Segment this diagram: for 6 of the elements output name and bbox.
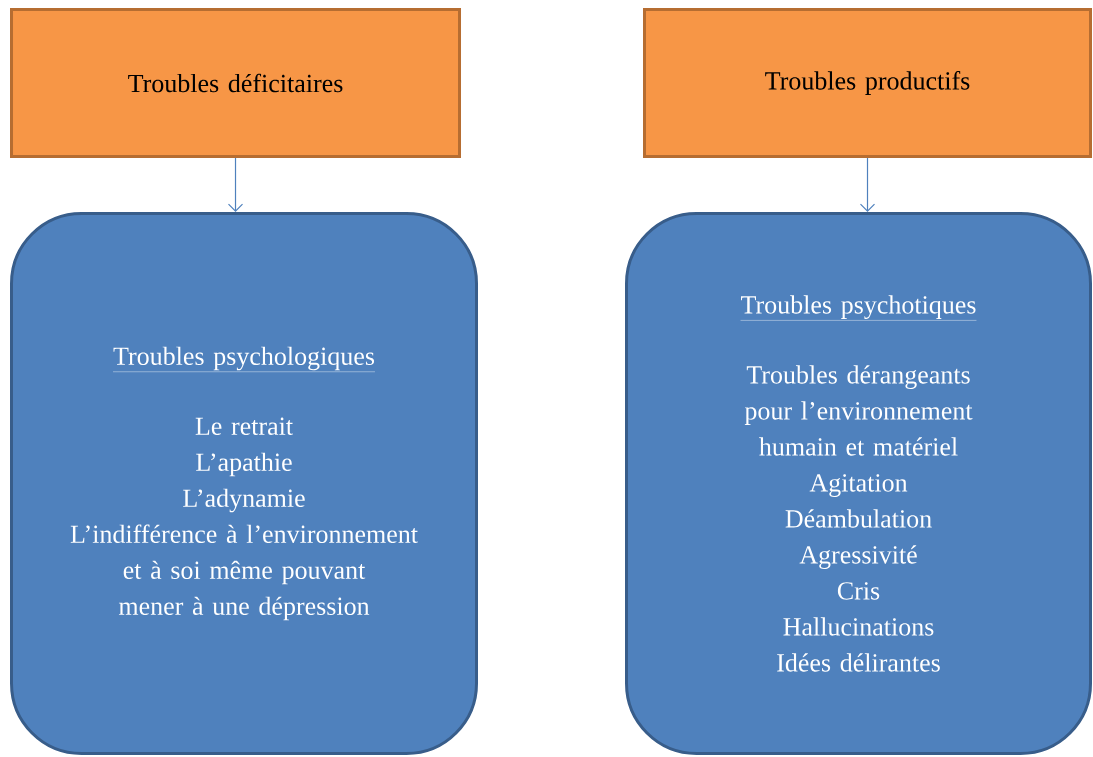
- arrow: [859, 157, 876, 212]
- title-box: Troubles productifs: [643, 8, 1092, 158]
- rounded-box: Troubles psychotiques Troubles dérangeants pour l’environnement humain et matériel Agitation Déambulation Agressivité Cris Hallucinations Idées délirantes: [625, 212, 1092, 755]
- title-box: Troubles déficitaires: [10, 8, 461, 158]
- arrow: [227, 157, 244, 212]
- rounded-box: Troubles psychologiques Le retrait L’apathie L’adynamie L’indifférence à l’environnement et à soi même pouvant mener à une dépression: [10, 212, 478, 755]
